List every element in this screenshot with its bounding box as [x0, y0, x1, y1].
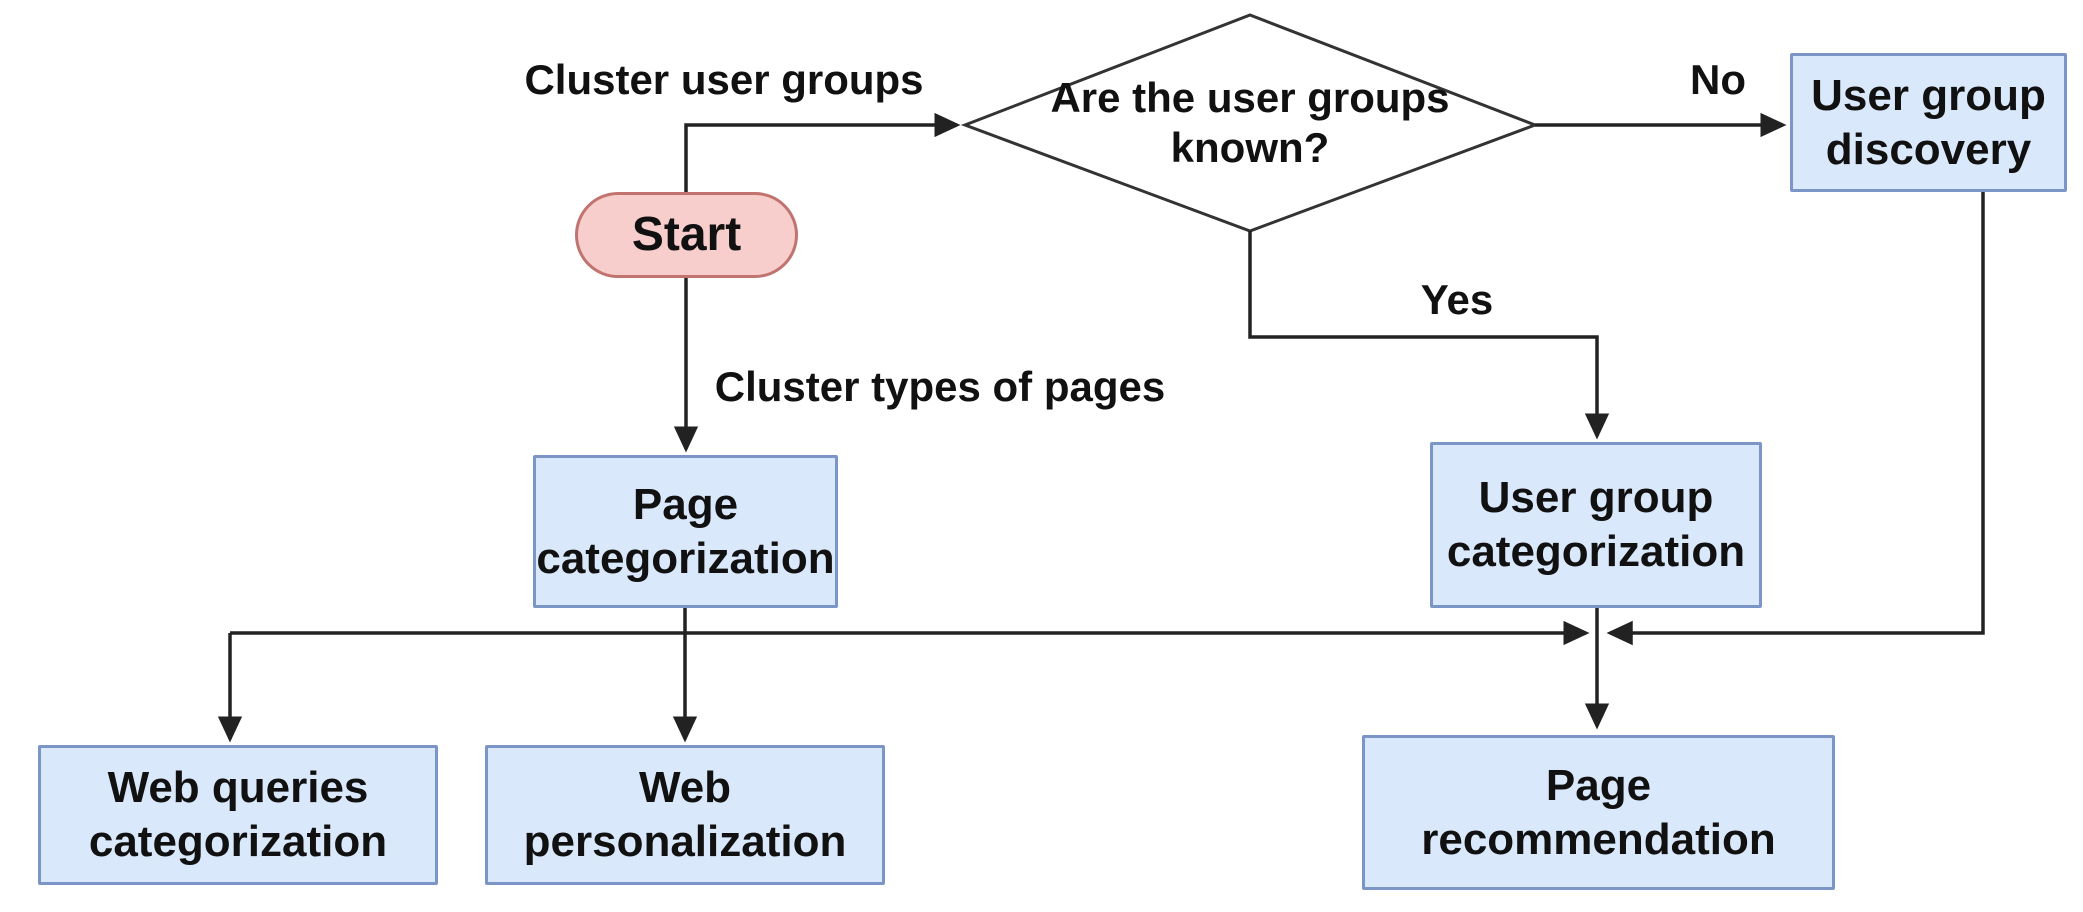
- node-page-recommendation: Page recommendation: [1362, 735, 1835, 890]
- edge-label-no: No: [1690, 56, 1746, 103]
- edge-start-to-decision: [684, 112, 961, 192]
- node-user-group-categorization: User group categorization: [1430, 442, 1762, 608]
- node-user-group-discovery: User group discovery: [1790, 53, 2067, 192]
- node-web-queries-categorization: Web queries categorization: [38, 745, 438, 885]
- node-page-categorization: Page categorization: [533, 455, 838, 608]
- edge-discovery-to-junction: [1606, 192, 1985, 646]
- node-web-personalization: Web personalization: [485, 745, 885, 885]
- node-start: Start: [575, 192, 798, 278]
- edge-decision-to-categorization: [1248, 231, 1610, 440]
- edge-label-cluster-types-of-pages: Cluster types of pages: [714, 363, 1166, 410]
- edge-label-cluster-user-groups: Cluster user groups: [524, 56, 924, 103]
- node-decision-label: Are the user groups known?: [1050, 73, 1450, 171]
- edge-label-yes: Yes: [1420, 276, 1494, 323]
